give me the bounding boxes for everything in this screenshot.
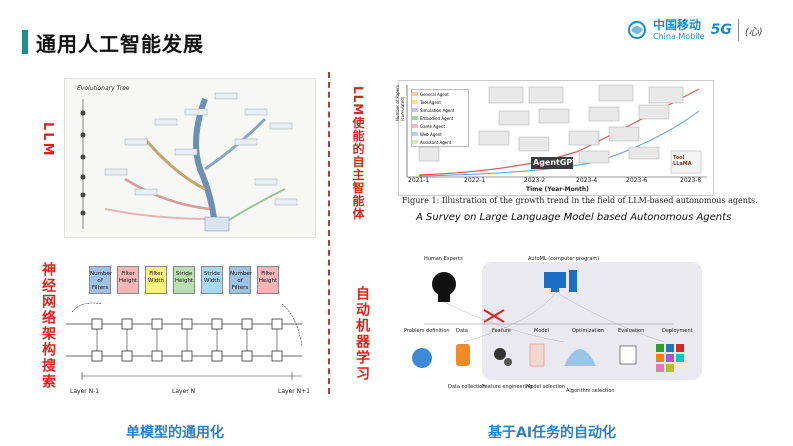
figure-caption: Figure 1: Illustration of the growth tre… <box>402 196 758 205</box>
x-tick-label: 2023-6 <box>626 177 648 184</box>
x-tick-label: 2022-1 <box>464 177 486 184</box>
automl-stage-label: Deployment <box>662 328 693 334</box>
tree-title: Evolutionary Tree <box>77 85 130 92</box>
nas-filter-box: Stride Height <box>173 266 195 294</box>
survey-title: A Survey on Large Language Model based A… <box>416 212 732 223</box>
tree-diagram <box>80 92 298 232</box>
automl-stage-label: Data <box>456 328 468 334</box>
layer-label-current: Layer N <box>172 388 196 395</box>
automl-stage-label: Optimization <box>572 328 604 334</box>
title-accent-bar <box>22 30 28 54</box>
legend-label: Tool Agent <box>420 99 441 105</box>
legend-swatch <box>412 124 418 128</box>
automl-sub-label: Feature engineering <box>482 384 533 390</box>
automl-label: AutoML (computer program) <box>528 256 600 262</box>
layer-label-prev: Layer N-1 <box>70 388 100 395</box>
left-caption: 单模型的通用化 <box>126 425 224 441</box>
automl-stage-label: Problem definition <box>404 328 450 334</box>
automl-stage-label: Model <box>534 328 550 334</box>
x-tick-label: 2023-4 <box>576 177 598 184</box>
legend-swatch <box>412 100 418 104</box>
nas-filter-box: Number of Filters <box>89 266 112 294</box>
nas-filter-box: Filter Height <box>117 266 139 294</box>
x-tick-label: 2021-1 <box>408 177 430 184</box>
5g-mark: 5G <box>710 22 732 38</box>
automl-sub-label: Model selection <box>526 384 566 390</box>
computer-icon <box>544 270 577 292</box>
legend-label: Game Agent <box>420 123 446 129</box>
brand-logo: 中国移动 China Mobile 5G (心) <box>627 14 777 46</box>
automl-sub-label: Algorithm selection <box>566 388 615 394</box>
llm-side-label: LLM <box>40 122 55 158</box>
brand-text: 中国移动 China Mobile <box>653 18 705 42</box>
legend-label: Web Agent <box>420 131 442 137</box>
nas-filter-box: Filter Height <box>257 266 279 294</box>
x-tick-label: 2023-2 <box>524 177 546 184</box>
logo-signature: (心) <box>744 26 763 38</box>
legend-label: Embodied Agent <box>420 115 454 121</box>
center-divider <box>328 72 330 394</box>
right-caption: 基于AI任务的自动化 <box>488 425 617 441</box>
legend-swatch <box>412 140 418 144</box>
legend-label: Assistant Agent <box>420 139 452 145</box>
legend-item: General Agent <box>412 90 468 98</box>
legend-swatch <box>412 116 418 120</box>
nas-rnn-diagram <box>66 302 303 380</box>
legend-item: Game Agent <box>412 122 468 130</box>
legend-item: Assistant Agent <box>412 138 468 146</box>
agentgpt-label: AgentGPT <box>533 158 578 167</box>
china-mobile-icon <box>628 21 646 39</box>
page-title: 通用人工智能发展 <box>36 32 204 56</box>
automl-stage-label: Feature <box>492 328 511 334</box>
legend-swatch <box>412 92 418 96</box>
logo-divider <box>737 19 739 41</box>
agent-growth-chart <box>406 84 707 178</box>
legend-label: Simulation Agent <box>420 107 455 113</box>
legend-swatch <box>412 108 418 112</box>
legend-swatch <box>412 132 418 136</box>
automl-stage-label: Evaluation <box>618 328 645 334</box>
brand-name-cn: 中国移动 <box>653 18 702 32</box>
legend-item: Simulation Agent <box>412 106 468 114</box>
human-experts-label: Human Experts <box>424 256 463 262</box>
automl-sub-label: Data collection <box>448 384 486 390</box>
evolutionary-tree-figure: Evolutionary Tree <box>64 78 316 238</box>
toolllama-label: Tool LLaMA <box>673 155 692 167</box>
nas-side-label: 神经网络架构搜索 <box>40 262 56 390</box>
legend-item: Tool Agent <box>412 98 468 106</box>
automl-pipeline-diagram <box>412 270 684 372</box>
nas-filter-box: Stride Width <box>201 266 223 294</box>
legend-item: Web Agent <box>412 130 468 138</box>
automl-side-label: 自动机器学习 <box>354 286 370 382</box>
brand-name-en: China Mobile <box>653 32 705 41</box>
y-axis-label: Number of Papers (cumulated) <box>395 85 405 121</box>
nas-filter-box: Filter Width <box>145 266 167 294</box>
x-tick-label: 2023-8 <box>680 177 702 184</box>
layer-label-next: Layer N+1 <box>278 388 310 395</box>
x-axis-label: Time (Year-Month) <box>526 186 589 193</box>
nas-filter-box: Number of Filters <box>229 266 252 294</box>
agent-side-label: LLM使能的自主智能体 <box>351 86 365 221</box>
legend-item: Embodied Agent <box>412 114 468 122</box>
legend-label: General Agent <box>420 91 449 97</box>
human-head-icon <box>432 272 456 302</box>
